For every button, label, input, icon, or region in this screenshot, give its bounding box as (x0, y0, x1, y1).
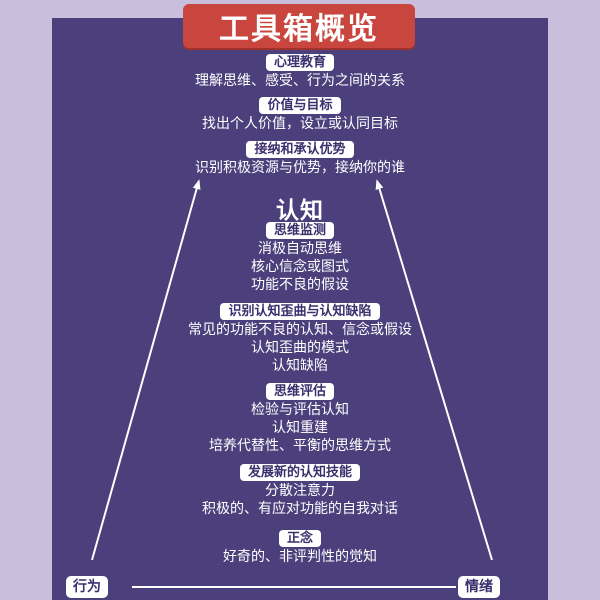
section-line: 功能不良的假设 (251, 277, 349, 293)
section-line: 消极自动思维 (258, 241, 342, 257)
section-line: 积极的、有应对功能的自我对话 (202, 501, 398, 517)
emotion-label: 情绪 (458, 576, 500, 598)
section-line: 认知缺陷 (272, 358, 328, 374)
section-label: 思维评估 (265, 383, 334, 400)
cognition-heading: 认知 (276, 198, 324, 224)
behavior-label: 行为 (66, 576, 108, 598)
section-label: 思维监测 (265, 222, 334, 239)
section-line: 认知重建 (272, 420, 328, 436)
section-line: 找出个人价值，设立或认同目标 (202, 116, 398, 132)
section-line: 常见的功能不良的认知、信念或假设 (188, 322, 412, 338)
page-title: 工具箱概览 (183, 4, 415, 48)
left-arrow (91, 179, 201, 561)
section-label: 心理教育 (265, 54, 334, 71)
section-line: 识别积极资源与优势，接纳你的谁 (195, 160, 405, 176)
section-line: 好奇的、非评判性的觉知 (223, 549, 377, 565)
section-acceptance-strengths: 接纳和承认优势 识别积极资源与优势，接纳你的谁 (150, 141, 450, 177)
section-label: 识别认知歪曲与认知缺陷 (220, 303, 380, 320)
section-mindfulness: 正念 好奇的、非评判性的觉知 (150, 530, 450, 566)
section-psychoeducation: 心理教育 理解思维、感受、行为之间的关系 (150, 54, 450, 90)
section-line: 检验与评估认知 (251, 402, 349, 418)
section-label: 正念 (278, 530, 321, 547)
section-line: 认知歪曲的模式 (251, 340, 349, 356)
section-line: 核心信念或图式 (251, 259, 349, 275)
section-label: 发展新的认知技能 (239, 464, 360, 481)
section-line: 培养代替性、平衡的思维方式 (209, 438, 391, 454)
section-values-goals: 价值与目标 找出个人价值，设立或认同目标 (150, 97, 450, 133)
right-arrow (375, 179, 493, 561)
section-thought-monitoring: 思维监测 消极自动思维 核心信念或图式 功能不良的假设 (150, 222, 450, 294)
section-cognitive-distortions: 识别认知歪曲与认知缺陷 常见的功能不良的认知、信念或假设 认知歪曲的模式 认知缺… (150, 303, 450, 375)
section-thought-evaluation: 思维评估 检验与评估认知 认知重建 培养代替性、平衡的思维方式 (150, 383, 450, 455)
section-label: 接纳和承认优势 (246, 141, 354, 158)
section-line: 理解思维、感受、行为之间的关系 (195, 73, 405, 89)
section-new-cognitive-skills: 发展新的认知技能 分散注意力 积极的、有应对功能的自我对话 (150, 464, 450, 518)
section-label: 价值与目标 (259, 97, 341, 114)
section-line: 分散注意力 (265, 483, 335, 499)
